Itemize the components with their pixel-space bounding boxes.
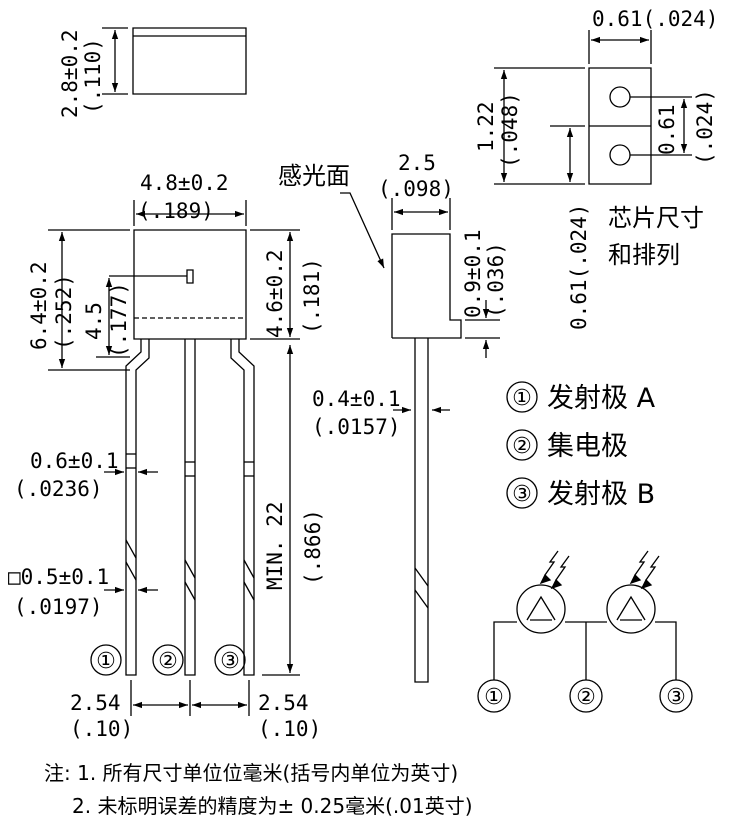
side-lead-label-in: (.0157) bbox=[312, 415, 401, 439]
legend-name-1: 发射极 A bbox=[547, 383, 656, 414]
pitch-left-label: 2.54 bbox=[70, 691, 121, 715]
front-pin-label-3: ③ bbox=[220, 649, 240, 674]
lead-square-label-in: (.0197) bbox=[14, 595, 103, 619]
pitch-left-label-in: (.10) bbox=[70, 717, 133, 741]
chip-layout bbox=[494, 30, 692, 184]
body-height-label: 4.6±0.2 bbox=[263, 249, 287, 338]
side-lead-label: 0.4±0.1 bbox=[312, 387, 401, 411]
lead-width-label: 0.6±0.1 bbox=[30, 449, 119, 473]
sensor-face-label: 感光面 bbox=[278, 162, 350, 190]
chip-caption-2: 和排列 bbox=[608, 241, 680, 269]
pin-legend-markers bbox=[507, 382, 537, 508]
chip-pitch-label-in: (.024) bbox=[693, 89, 717, 165]
legend-name-2: 集电极 bbox=[547, 431, 628, 462]
front-view-body bbox=[134, 230, 246, 339]
legend-num-3: ③ bbox=[512, 482, 532, 507]
legend-num-2: ② bbox=[512, 434, 532, 459]
chip-height-label: 1.22 bbox=[474, 101, 498, 152]
legend-num-1: ① bbox=[512, 386, 532, 411]
recess-label: 0.9±0.1 bbox=[461, 229, 485, 318]
side-width-label-in: (.098) bbox=[378, 177, 454, 201]
lead-2 bbox=[185, 339, 195, 675]
recess-label-in: (.036) bbox=[484, 242, 508, 318]
chip-lower-label: 0.61(.024) bbox=[567, 204, 591, 330]
lead-3 bbox=[231, 339, 254, 675]
note-line-1: 注: 1. 所有尺寸单位位毫米(括号内单位为英寸) bbox=[44, 761, 459, 785]
front-pin-label-2: ② bbox=[158, 649, 178, 674]
chip-height-label-in: (.048) bbox=[498, 92, 522, 168]
pitch-right-label-in: (.10) bbox=[258, 717, 321, 741]
lead-length-label: MIN. 22 bbox=[263, 501, 287, 590]
phototransistor-b bbox=[607, 585, 655, 633]
lead-length-label-in: (.866) bbox=[301, 509, 325, 585]
side-view-body bbox=[392, 234, 461, 338]
lead-square-label: □0.5±0.1 bbox=[8, 565, 109, 589]
chip-caption-1: 芯片尺寸 bbox=[608, 204, 704, 232]
lead-1 bbox=[126, 339, 149, 675]
chip-pitch-label: 0.61 bbox=[655, 104, 679, 155]
front-view bbox=[48, 200, 300, 716]
chip-width-label: 0.61(.024) bbox=[592, 7, 718, 31]
schematic-pin-1: ① bbox=[484, 685, 504, 710]
side-lead bbox=[415, 338, 428, 682]
schematic bbox=[478, 551, 692, 712]
chip-pad-a bbox=[610, 87, 630, 107]
front-width-label-in: (.189) bbox=[138, 199, 214, 223]
front-height-label-in: (.252) bbox=[52, 274, 76, 350]
pitch-right-label: 2.54 bbox=[258, 691, 309, 715]
front-pin-label-1: ① bbox=[96, 649, 116, 674]
note-line-2: 2. 未标明误差的精度为± 0.25毫米(.01英寸) bbox=[72, 794, 473, 818]
chip-pad-b bbox=[610, 145, 630, 165]
legend-name-3: 发射极 B bbox=[547, 479, 655, 510]
front-height-label: 6.4±0.2 bbox=[27, 261, 51, 350]
chip-position-label-in: (.177) bbox=[107, 282, 131, 358]
schematic-pin-2: ② bbox=[576, 685, 596, 710]
schematic-pin-3: ③ bbox=[666, 685, 686, 710]
lead-width-label-in: (.0236) bbox=[14, 477, 103, 501]
body-height-label-in: (.181) bbox=[300, 258, 324, 334]
photo-chip-marker bbox=[187, 270, 193, 283]
top-height-label: 2.8±0.2 bbox=[58, 29, 82, 118]
top-view bbox=[102, 28, 246, 94]
top-view-body bbox=[133, 28, 246, 94]
phototransistor-a bbox=[517, 585, 565, 633]
chip-position-label: 4.5 bbox=[82, 302, 106, 340]
front-width-label: 4.8±0.2 bbox=[140, 171, 229, 195]
sensor-face-leader bbox=[340, 193, 384, 268]
side-view bbox=[340, 193, 500, 682]
top-height-label-in: (.110) bbox=[81, 38, 105, 114]
side-width-label: 2.5 bbox=[398, 151, 436, 175]
